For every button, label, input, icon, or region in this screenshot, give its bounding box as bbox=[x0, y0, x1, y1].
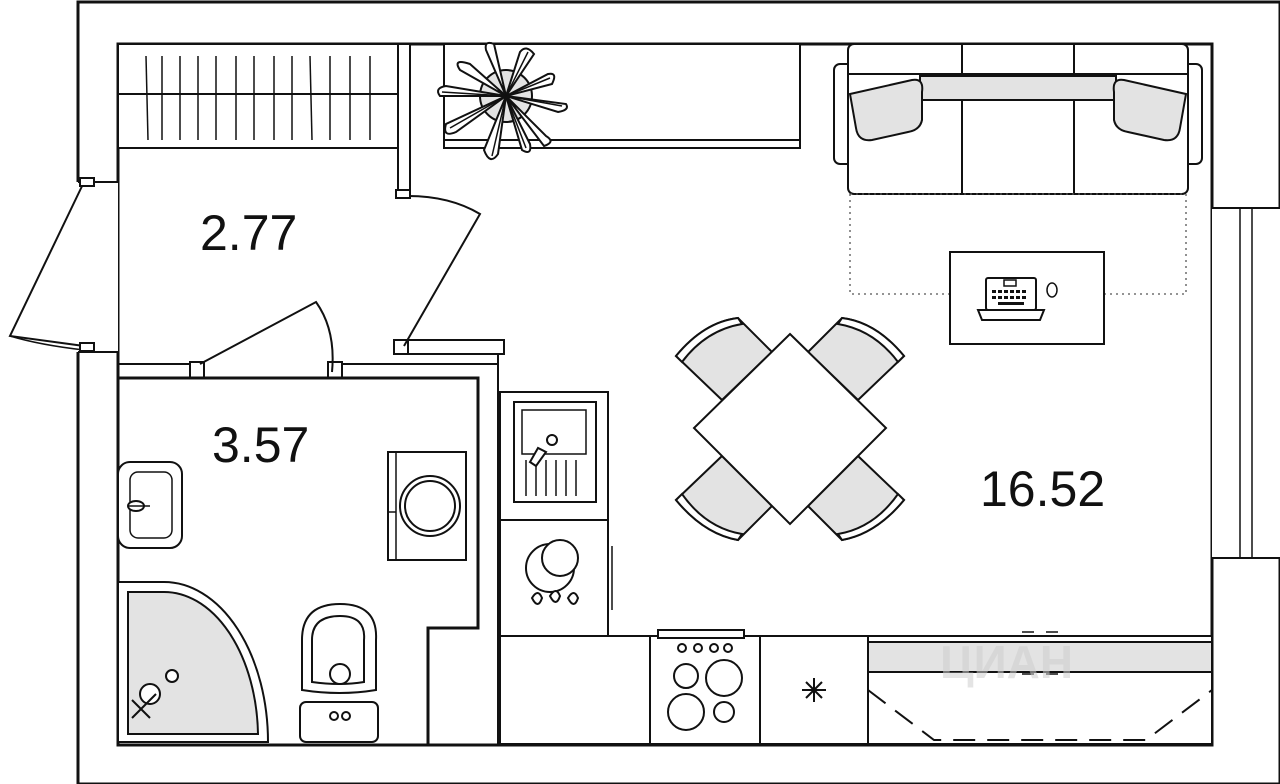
snowflake-icon bbox=[802, 678, 826, 702]
dining-table bbox=[692, 332, 888, 526]
shower-cabin bbox=[117, 581, 270, 743]
toilet bbox=[299, 602, 379, 743]
washbasin bbox=[117, 461, 183, 549]
dishes-icon bbox=[525, 539, 580, 605]
stove-icon bbox=[657, 629, 745, 731]
bathroom-partition bbox=[118, 352, 499, 745]
pillow-left bbox=[848, 78, 924, 142]
chair bbox=[674, 316, 774, 402]
hallway-area-label: 2.77 bbox=[200, 205, 297, 261]
bathroom-area-label: 3.57 bbox=[212, 417, 309, 473]
entrance-door bbox=[8, 177, 95, 352]
sink-icon bbox=[513, 401, 597, 503]
plant-icon bbox=[437, 41, 568, 161]
sofa bbox=[833, 43, 1203, 195]
washing-machine bbox=[387, 451, 467, 561]
wardrobe bbox=[117, 43, 399, 149]
window-sill-bench bbox=[867, 631, 1213, 745]
hallway-door bbox=[395, 189, 482, 347]
kitchen bbox=[499, 391, 1212, 745]
chair bbox=[674, 454, 774, 542]
mouse-icon bbox=[1046, 282, 1058, 298]
rug bbox=[849, 193, 1187, 295]
dining-set bbox=[674, 316, 906, 542]
chair bbox=[806, 316, 906, 402]
watermark: ЦИАН bbox=[940, 636, 1073, 688]
bathroom-door bbox=[199, 300, 334, 373]
pillow-right bbox=[1112, 78, 1188, 142]
living-area-label: 16.52 bbox=[980, 461, 1105, 517]
closet-partition bbox=[397, 43, 411, 195]
laptop-icon bbox=[976, 277, 1058, 321]
chair bbox=[806, 454, 906, 542]
